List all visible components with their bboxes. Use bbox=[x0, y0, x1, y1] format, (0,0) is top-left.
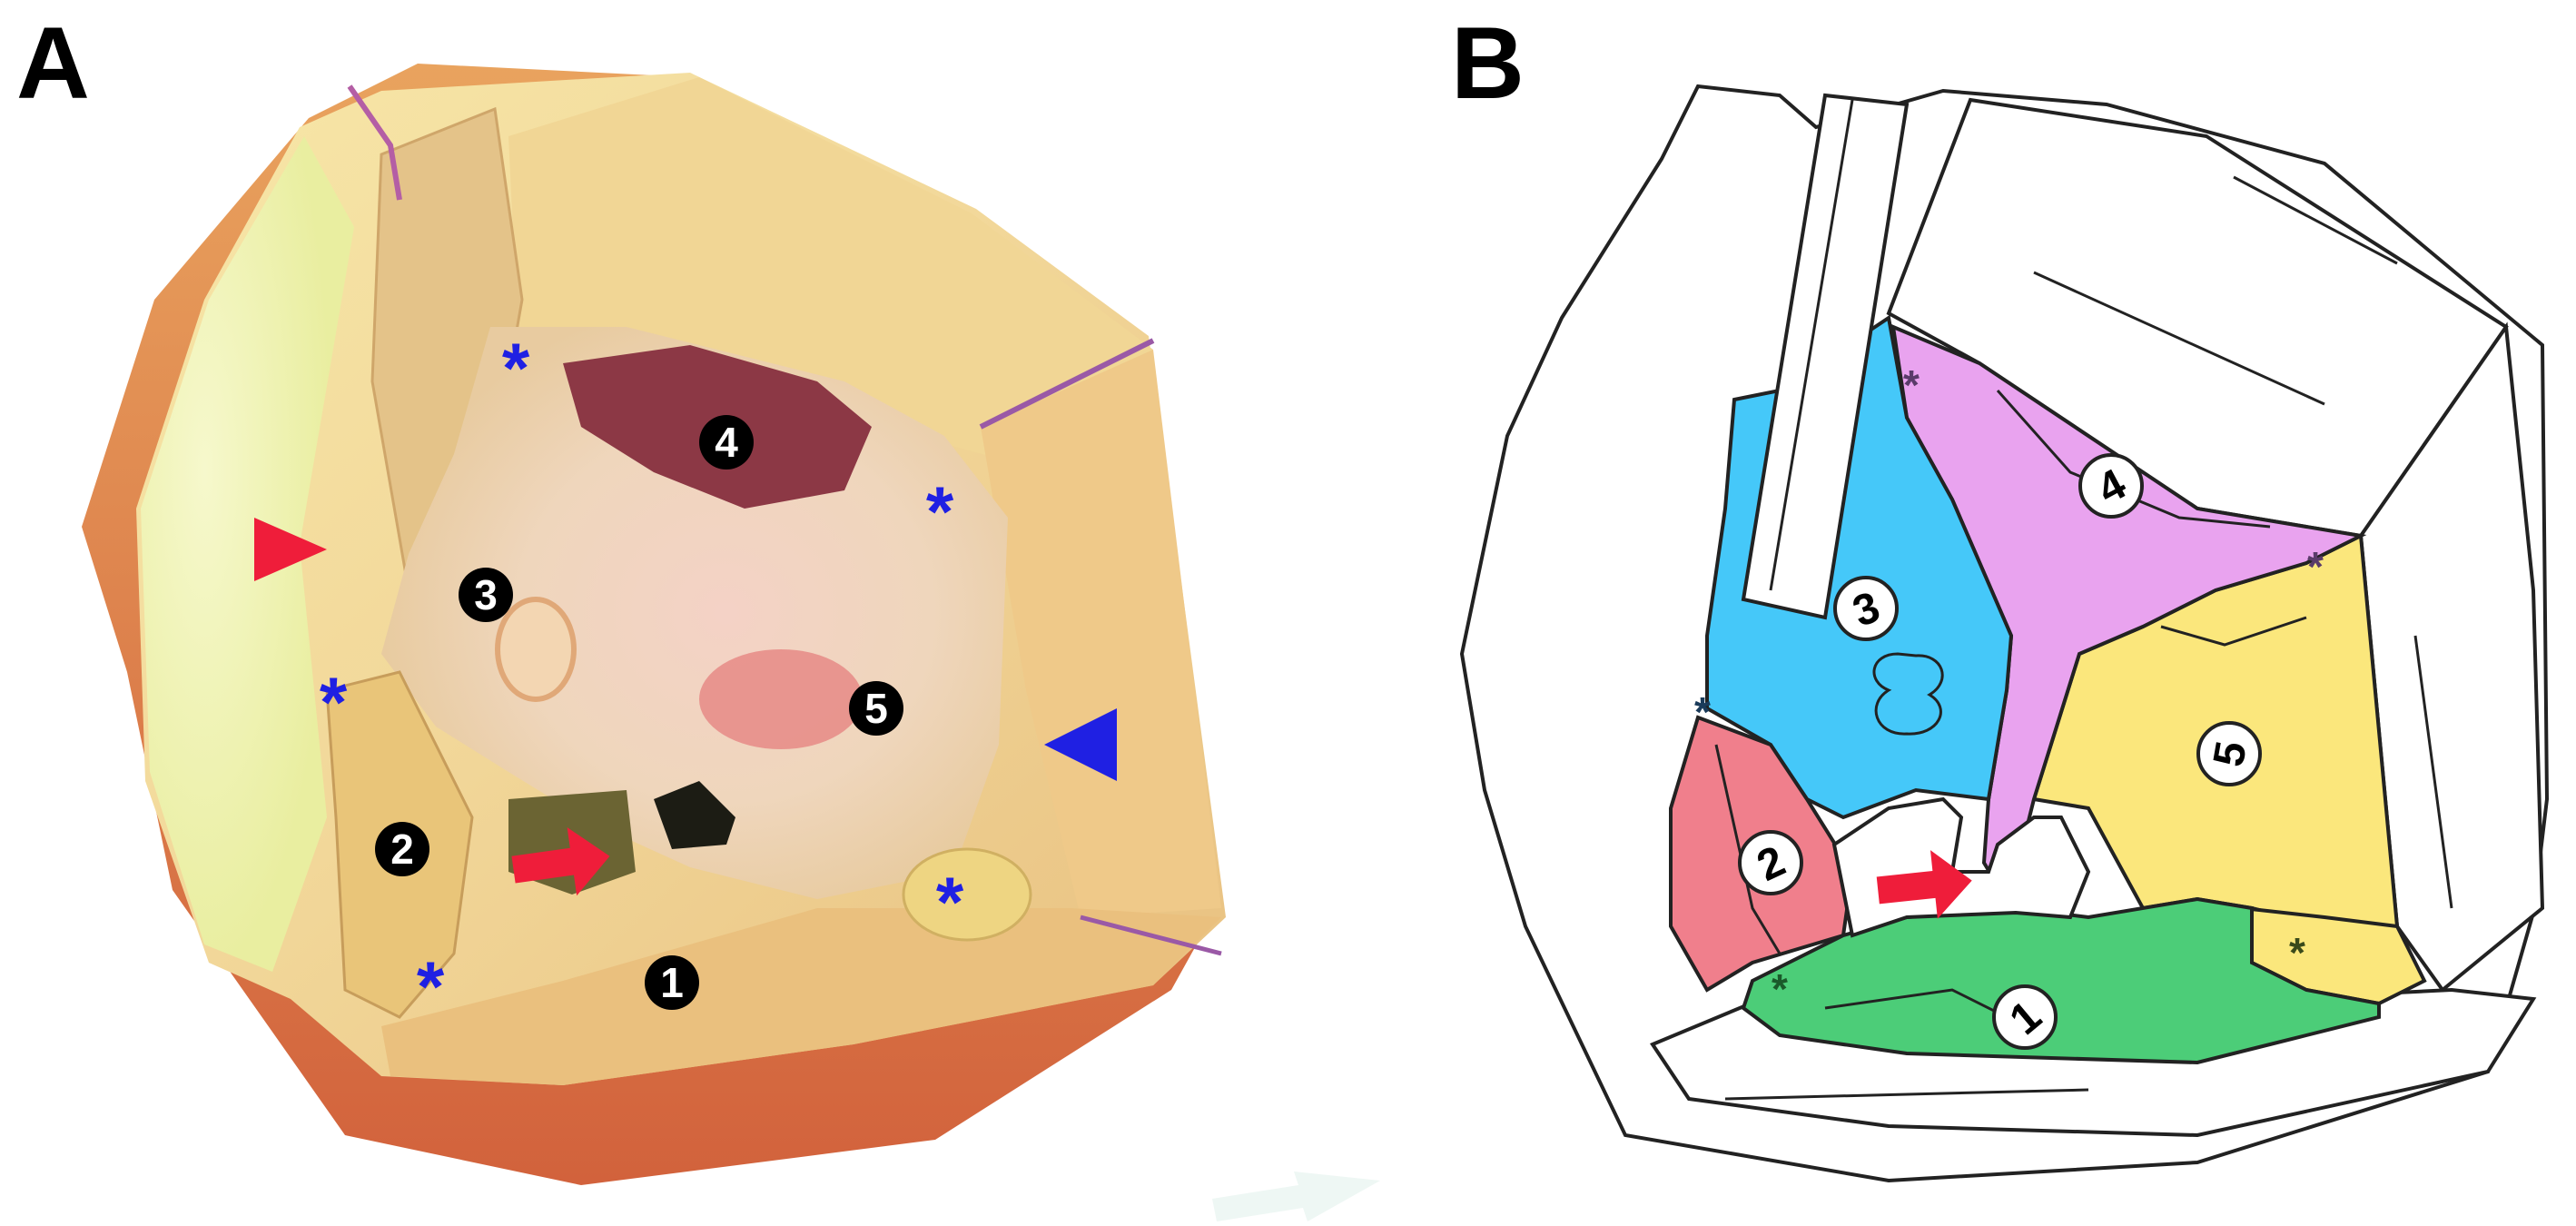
lower-flap bbox=[381, 908, 1221, 1085]
left-wall bbox=[141, 136, 354, 972]
red-arrow bbox=[511, 826, 610, 896]
asterisk-bottom: * bbox=[417, 946, 445, 1026]
svg-text:1: 1 bbox=[660, 959, 684, 1006]
diagram-asterisk-bottom-left: * bbox=[1772, 965, 1788, 1013]
region-2-detail bbox=[1714, 744, 1781, 954]
faint-arrow bbox=[1212, 1172, 1380, 1221]
diagram-asterisk-top: * bbox=[1903, 361, 1920, 409]
panel-b-letter: B bbox=[1451, 6, 1525, 120]
diagram-top-flap-crease-1 bbox=[2033, 271, 2325, 406]
photo-label-4: 4 bbox=[699, 415, 754, 470]
asterisk-nodule: * bbox=[936, 862, 964, 942]
diagram-label-3: 3 bbox=[1833, 576, 1899, 641]
purple-edge-bottom bbox=[1080, 915, 1222, 956]
diagram-red-arrow bbox=[1876, 850, 1972, 919]
diagram-top-flap-crease-2 bbox=[2233, 175, 2398, 265]
diagram-retracted-strip bbox=[1741, 93, 1910, 620]
panel-a: A 4 bbox=[16, 6, 1380, 1221]
panel-b: B bbox=[1451, 6, 2550, 1183]
svg-text:2: 2 bbox=[390, 826, 414, 873]
red-arrowhead bbox=[254, 518, 327, 581]
region-3-orifice bbox=[1872, 652, 1944, 736]
diagram-bottom-crease bbox=[1724, 1088, 2089, 1101]
diagram-label-5: 5 bbox=[2196, 721, 2262, 786]
purple-edge-top bbox=[347, 84, 402, 201]
diagram-right-flap-crease bbox=[2413, 635, 2453, 909]
asterisk-top: * bbox=[502, 328, 530, 408]
diagram-asterisk-bottom-right: * bbox=[2289, 929, 2305, 976]
diagram-label-2: 2 bbox=[1738, 830, 1803, 895]
photo-label-5: 5 bbox=[849, 681, 903, 736]
orifice bbox=[495, 597, 577, 702]
asterisk-right: * bbox=[926, 471, 954, 551]
photo-label-2: 2 bbox=[375, 822, 429, 876]
diagram-asterisk-right: * bbox=[2307, 543, 2324, 590]
panel-a-letter: A bbox=[16, 6, 90, 120]
svg-text:3: 3 bbox=[474, 571, 498, 618]
asterisk-left: * bbox=[320, 662, 348, 742]
red-patch bbox=[699, 649, 863, 749]
photo-label-3: 3 bbox=[459, 568, 513, 622]
nodule bbox=[902, 847, 1032, 942]
photo-label-1: 1 bbox=[645, 955, 699, 1010]
svg-text:4: 4 bbox=[715, 419, 738, 466]
svg-text:5: 5 bbox=[864, 685, 888, 732]
purple-edge-right bbox=[979, 338, 1155, 430]
blue-arrowhead bbox=[1044, 708, 1117, 781]
diagram-strip-line bbox=[1769, 99, 1854, 591]
region-5-detail bbox=[2160, 616, 2307, 647]
right-flap bbox=[981, 350, 1221, 917]
diagram-label-4: 4 bbox=[2078, 453, 2144, 519]
diagram-asterisk-left: * bbox=[1694, 688, 1711, 736]
dark-hole bbox=[654, 781, 735, 849]
diagram-label-1: 1 bbox=[1992, 984, 2058, 1050]
